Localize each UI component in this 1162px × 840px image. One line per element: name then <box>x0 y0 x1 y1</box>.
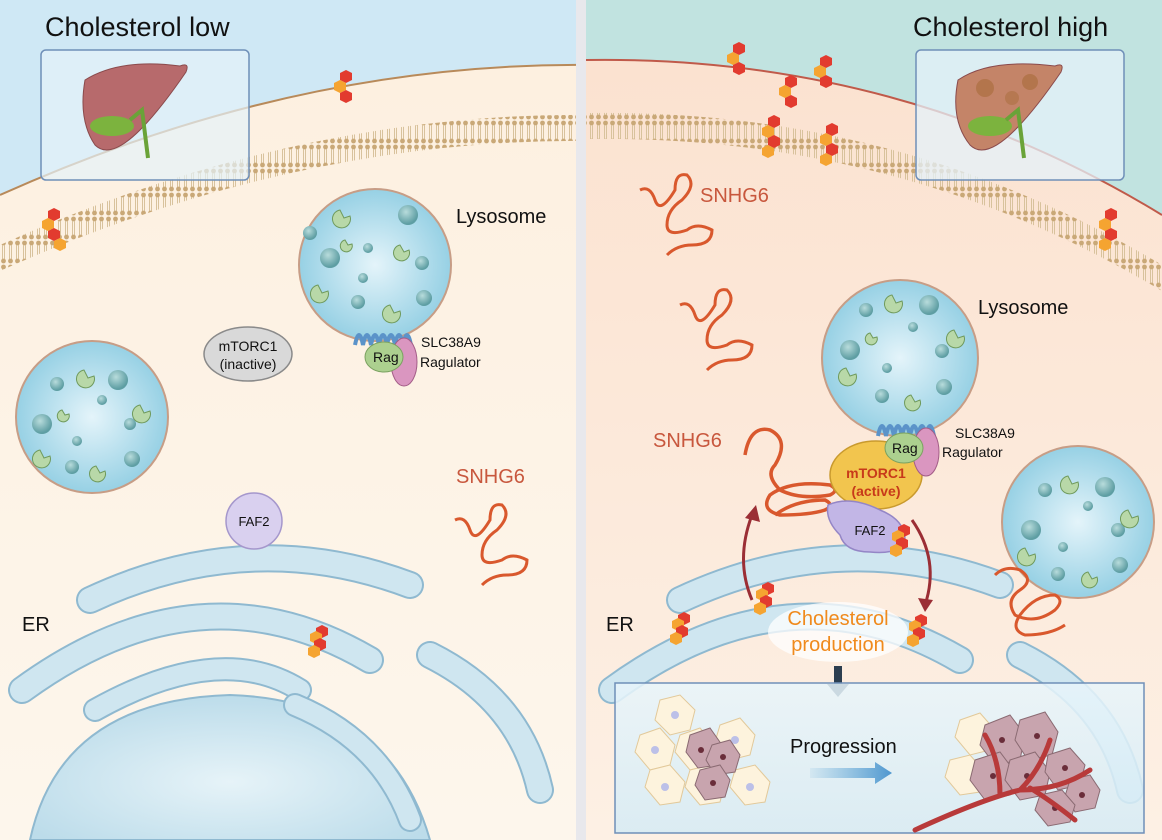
slc38a9-label: SLC38A9 <box>421 334 481 350</box>
left-panel: Cholesterol low <box>0 0 576 840</box>
snhg6-label: SNHG6 <box>456 466 525 488</box>
blood-vessel-icon <box>912 732 1093 833</box>
gallbladder-icon <box>968 116 1012 136</box>
fatty-liver-inset <box>915 49 1125 181</box>
feedback-arrow-up <box>742 514 754 601</box>
er-label: ER <box>606 614 634 636</box>
cholesterol-molecule <box>754 582 774 615</box>
lysosome-label: Lysosome <box>456 206 546 228</box>
snhg6-mid-label: SNHG6 <box>653 430 722 452</box>
lysosome <box>298 188 452 342</box>
lysosome-label: Lysosome <box>978 297 1068 319</box>
snhg6-rna-icon <box>639 173 714 257</box>
cholesterol-molecule <box>334 70 352 103</box>
arrowhead-icon <box>745 505 760 522</box>
faf2-label: FAF2 <box>854 523 885 538</box>
mtorc1-state-label: (inactive) <box>220 356 277 372</box>
lysosome <box>821 279 979 437</box>
er-label: ER <box>22 614 50 636</box>
cholesterol-production-label: Cholesterol <box>787 608 888 630</box>
progression-label: Progression <box>790 736 897 758</box>
feedback-arrow-down <box>910 519 932 606</box>
snhg6-rna-icon <box>454 503 529 587</box>
mtorc1-state-label: (active) <box>851 483 900 499</box>
rag-label: Rag <box>892 440 918 456</box>
healthy-liver-inset <box>40 49 250 181</box>
arrowhead-icon <box>918 598 933 612</box>
rag-icon <box>884 432 924 464</box>
cholesterol-production-label-2: production <box>791 634 884 656</box>
mtorc1-label: mTORC1 <box>219 338 278 354</box>
mtorc1-label: mTORC1 <box>846 465 906 481</box>
cholesterol-cluster <box>727 42 1117 251</box>
endoplasmic-reticulum <box>8 544 554 840</box>
cholesterol-molecule <box>670 612 690 645</box>
right-panel: Cholesterol high <box>586 0 1162 840</box>
advanced-tumor <box>912 711 1101 833</box>
panel-divider <box>576 0 586 840</box>
ragulator-label: Ragulator <box>942 444 1003 460</box>
cholesterol-molecule <box>42 208 66 251</box>
cholesterol-molecule <box>308 625 328 658</box>
snhg6-rna-icon <box>993 566 1066 637</box>
lysosome-secondary <box>15 340 169 494</box>
ragulator-label: Ragulator <box>420 354 481 370</box>
cholesterol-molecule <box>907 614 927 647</box>
progression-arrow-icon <box>810 762 892 784</box>
mtorc1-inactive <box>203 326 293 382</box>
gallbladder-icon <box>90 116 134 136</box>
faf2-protein <box>225 492 283 550</box>
lipid-bilayer <box>0 114 576 271</box>
cholesterol-molecule <box>890 524 910 557</box>
tumor-cells-small <box>685 727 741 801</box>
snhg6-top-label: SNHG6 <box>700 185 769 207</box>
left-title: Cholesterol low <box>45 12 230 42</box>
lysosome-vesicles <box>303 205 432 309</box>
snhg6-rna-icon <box>679 288 754 372</box>
lipid-bilayer <box>586 112 1162 292</box>
progression-box: Progression <box>614 682 1145 834</box>
faf2-label: FAF2 <box>238 514 269 529</box>
lysosome-secondary <box>1001 445 1155 599</box>
right-title: Cholesterol high <box>913 12 1108 42</box>
rag-label: Rag <box>373 349 399 365</box>
slc38a9-label: SLC38A9 <box>955 425 1015 441</box>
rag-icon <box>364 341 404 373</box>
